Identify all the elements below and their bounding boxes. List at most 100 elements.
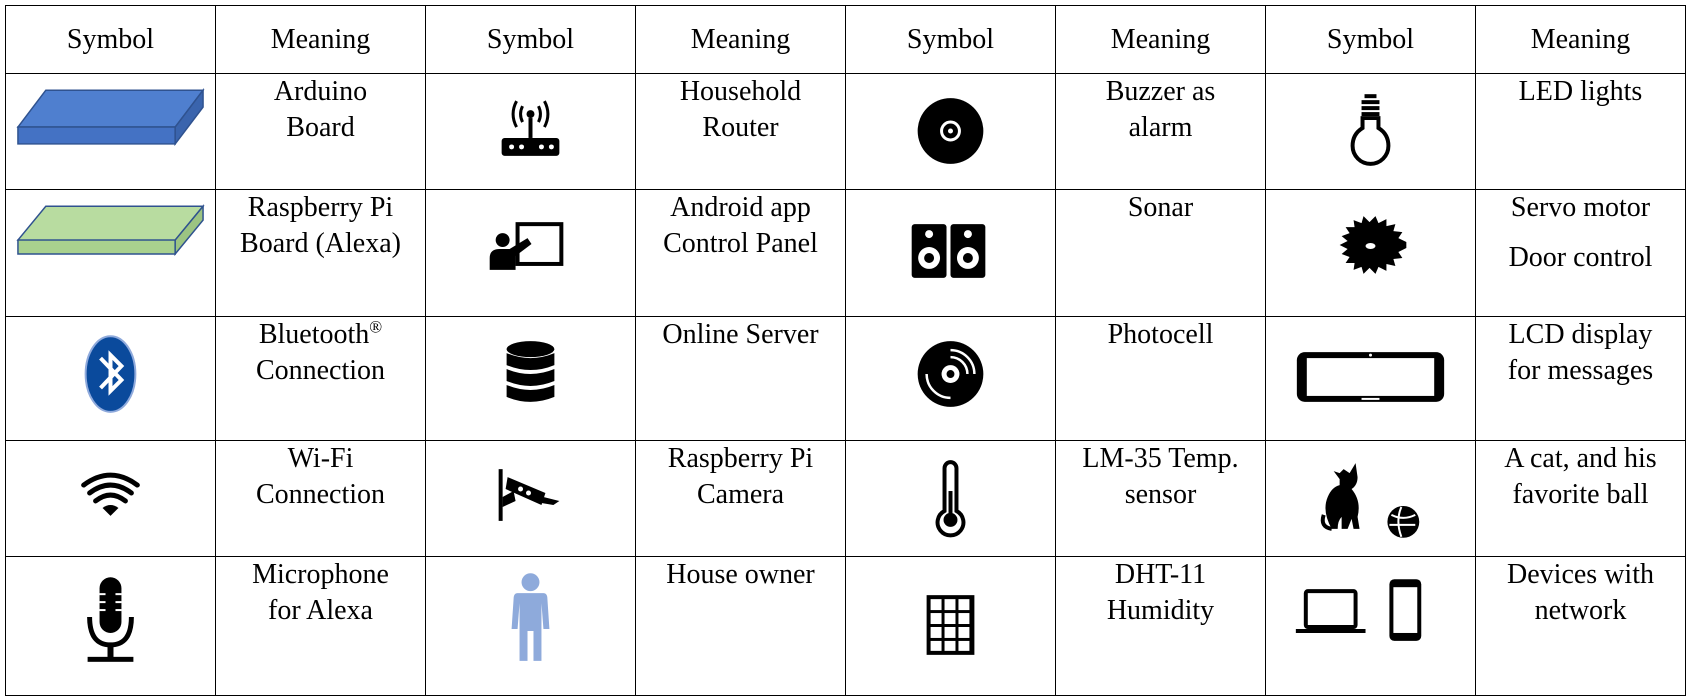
buzzer-icon	[917, 98, 984, 164]
meaning-cell: Servo motor Door control	[1475, 189, 1686, 317]
database-icon	[506, 341, 555, 402]
meaning-text: alarm	[1128, 112, 1193, 143]
meaning-cell: LM-35 Temp. sensor	[1055, 440, 1266, 557]
symbol-cell	[425, 189, 636, 317]
router-icon	[501, 100, 560, 156]
symbol-cell	[1265, 556, 1476, 696]
symbol-cell	[1265, 189, 1476, 317]
meaning-cell: Raspberry Pi Camera	[635, 440, 846, 557]
symbol-cell	[845, 556, 1056, 696]
meaning-text: Connection	[255, 355, 386, 386]
meaning-cell: Raspberry Pi Board (Alexa)	[215, 189, 426, 317]
meaning-text: A cat, and his	[1504, 443, 1657, 474]
meaning-text: LED lights	[1518, 76, 1643, 107]
symbol-cell	[845, 189, 1056, 317]
meaning-text: Servo motor	[1510, 192, 1651, 223]
header-meaning: Meaning	[635, 5, 846, 74]
meaning-text: Arduino	[273, 76, 368, 107]
symbol-cell	[5, 73, 216, 190]
meaning-text: network	[1534, 595, 1627, 626]
meaning-cell: Arduino Board	[215, 73, 426, 190]
meaning-text: Raspberry Pi	[247, 192, 394, 223]
meaning-text: favorite ball	[1512, 479, 1649, 510]
meaning-cell: Microphone for Alexa	[215, 556, 426, 696]
symbol-legend-table: Symbol Meaning Symbol Meaning Symbol Mea…	[5, 5, 1686, 696]
symbol-cell	[5, 440, 216, 557]
cat-and-ball-icon	[1320, 463, 1420, 538]
symbol-cell	[5, 316, 216, 441]
meaning-text: DHT-11	[1114, 559, 1207, 590]
meaning-text: Board	[286, 112, 355, 143]
saw-blade-icon	[1339, 216, 1407, 274]
header-symbol: Symbol	[5, 5, 216, 74]
meaning-cell: A cat, and his favorite ball	[1475, 440, 1686, 557]
bluetooth-icon	[84, 335, 137, 413]
header-symbol: Symbol	[845, 5, 1056, 74]
symbol-cell	[845, 440, 1056, 557]
meaning-text: Microphone	[252, 559, 389, 590]
meaning-cell: Household Router	[635, 73, 846, 190]
meaning-text: Household	[679, 76, 802, 107]
meaning-cell: Photocell	[1055, 316, 1266, 441]
meaning-text: Wi-Fi	[287, 443, 354, 474]
meaning-text: for messages	[1507, 355, 1654, 386]
meaning-text: Sonar	[1127, 192, 1194, 223]
meaning-cell: Online Server	[635, 316, 846, 441]
meaning-text: Android app	[670, 192, 811, 223]
meaning-text: LCD display	[1508, 319, 1653, 350]
meaning-text: Camera	[696, 479, 785, 510]
header-meaning: Meaning	[1475, 5, 1686, 74]
header-symbol: Symbol	[425, 5, 636, 74]
meaning-text: Router	[702, 112, 779, 143]
meaning-text: Board (Alexa)	[240, 228, 401, 259]
symbol-cell	[5, 189, 216, 317]
meaning-text: sensor	[1124, 479, 1197, 510]
raspberry-pi-board-icon	[16, 204, 205, 257]
meaning-text: Bluetooth®	[258, 317, 383, 350]
table-row: Wi-Fi Connection Raspberry Pi Camera	[5, 440, 1686, 557]
light-bulb-icon	[1350, 94, 1391, 166]
symbol-cell	[1265, 73, 1476, 190]
meaning-cell: House owner	[635, 556, 846, 696]
meaning-text: Control Panel	[663, 228, 818, 259]
symbol-cell	[1265, 316, 1476, 441]
symbol-cell	[5, 556, 216, 696]
speakers-icon	[911, 224, 986, 278]
meaning-cell: Wi-Fi Connection	[215, 440, 426, 557]
meaning-text: for Alexa	[268, 595, 373, 626]
meaning-text: Connection	[255, 479, 386, 510]
meaning-text: LM-35 Temp.	[1082, 443, 1239, 474]
presentation-icon	[489, 222, 564, 270]
laptop-and-phone-icon	[1295, 579, 1422, 641]
security-camera-icon	[498, 469, 560, 521]
meaning-cell: Devices with network	[1475, 556, 1686, 696]
grid-keypad-icon	[926, 595, 975, 655]
person-icon	[511, 573, 550, 661]
meaning-text: Buzzer as	[1105, 76, 1216, 107]
meaning-text: Devices with	[1507, 559, 1654, 590]
meaning-cell: Bluetooth® Connection	[215, 316, 426, 441]
meaning-cell: Sonar	[1055, 189, 1266, 317]
symbol-cell	[1265, 440, 1476, 557]
symbol-cell	[425, 73, 636, 190]
header-symbol: Symbol	[1265, 5, 1476, 74]
table-row: Raspberry Pi Board (Alexa) Android app C…	[5, 189, 1686, 317]
wifi-icon	[81, 472, 140, 516]
meaning-text: Humidity	[1106, 595, 1215, 626]
header-row: Symbol Meaning Symbol Meaning Symbol Mea…	[5, 5, 1686, 74]
header-meaning: Meaning	[215, 5, 426, 74]
meaning-text: Online Server	[662, 319, 819, 350]
symbol-cell	[425, 316, 636, 441]
meaning-text: Door control	[1508, 242, 1653, 273]
symbol-cell	[425, 556, 636, 696]
meaning-text: Photocell	[1107, 319, 1214, 350]
disc-icon	[917, 341, 984, 407]
tablet-icon	[1296, 352, 1445, 402]
meaning-text: Raspberry Pi	[667, 443, 814, 474]
symbol-cell	[845, 73, 1056, 190]
meaning-cell: LED lights	[1475, 73, 1686, 190]
meaning-cell: DHT-11 Humidity	[1055, 556, 1266, 696]
thermometer-icon	[935, 460, 966, 538]
table-row: Microphone for Alexa House owner DHT-11 …	[5, 556, 1686, 696]
meaning-cell: LCD display for messages	[1475, 316, 1686, 441]
